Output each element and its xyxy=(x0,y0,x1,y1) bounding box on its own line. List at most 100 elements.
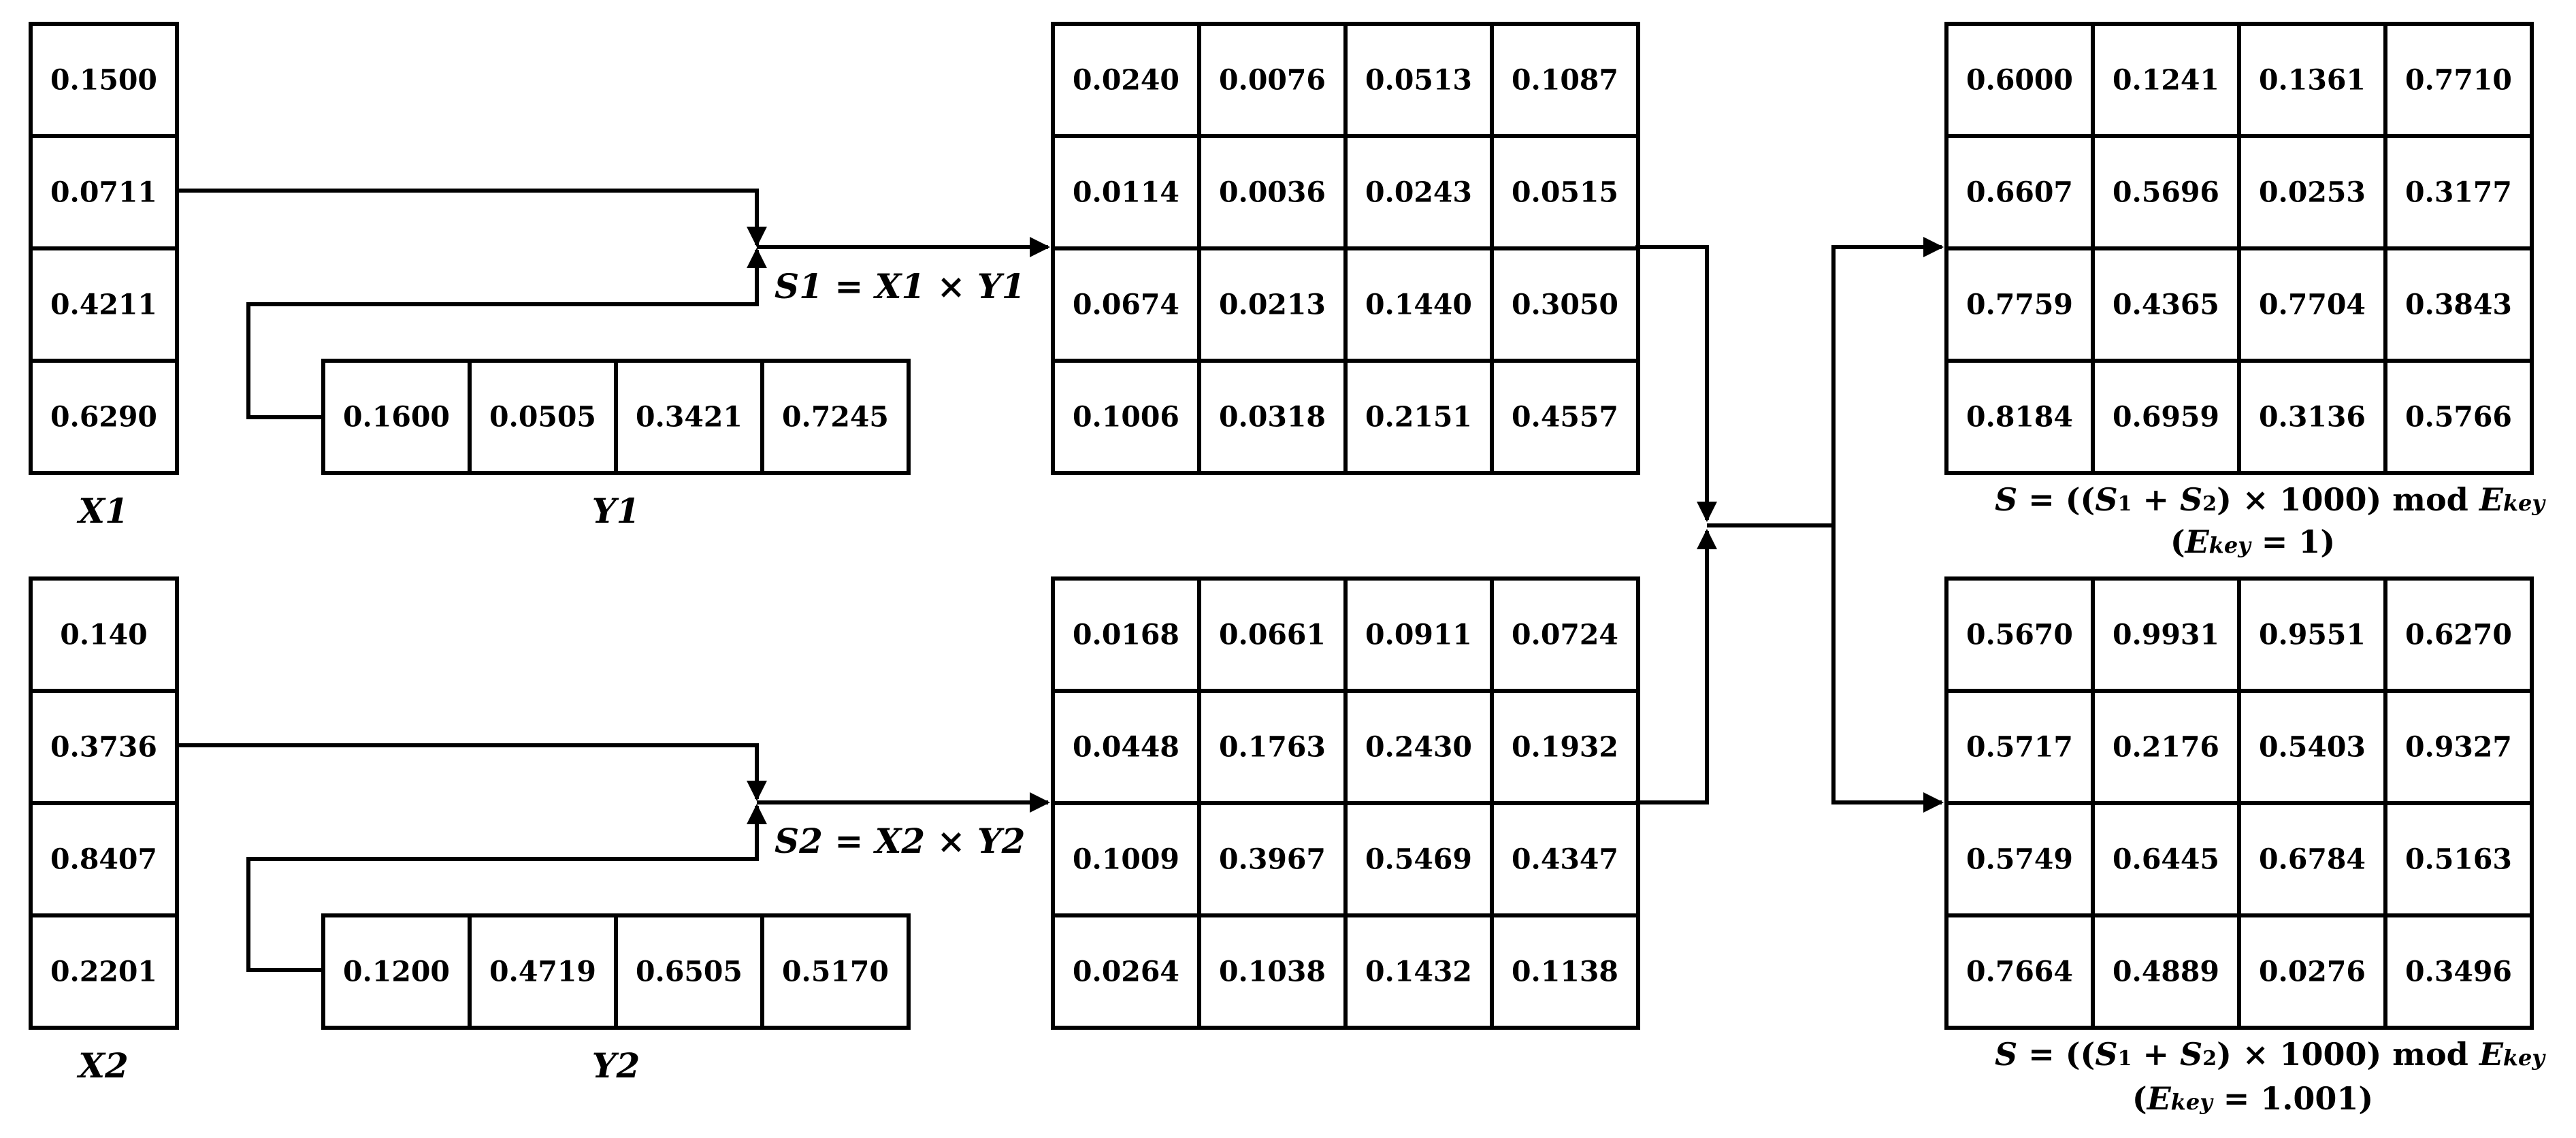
y1-label: Y1 xyxy=(592,491,640,531)
y2-vector: 0.1200 0.4719 0.6505 0.5170 xyxy=(321,913,911,1030)
matrix-cell xyxy=(29,913,179,1030)
matrix-cell-value: 0.3736 xyxy=(50,731,157,764)
matrix-cell-value: 0.6505 xyxy=(636,956,743,988)
x1-label: X1 xyxy=(76,491,129,531)
matrix-cell-value: 0.6270 xyxy=(2405,619,2512,651)
matrix-cell-value: 0.4719 xyxy=(489,956,596,988)
matrix-cell-value: 0.0711 xyxy=(50,176,157,209)
matrix-cell-value: 0.1600 xyxy=(343,401,450,434)
matrix-cell-value: 0.1200 xyxy=(343,956,450,988)
matrix-cell xyxy=(1490,359,1640,475)
matrix-cell-value: 0.1138 xyxy=(1512,956,1618,988)
matrix-cell-value: 0.1432 xyxy=(1365,956,1472,988)
matrix-cell-value: 0.7759 xyxy=(1966,289,2073,321)
matrix-cell-value: 0.4211 xyxy=(50,289,157,321)
matrix-cell-value: 0.3421 xyxy=(636,401,743,434)
matrix-cell-value: 0.2176 xyxy=(2113,731,2219,764)
matrix-cell-value: 0.6784 xyxy=(2259,843,2366,876)
matrix-cell-value: 0.0213 xyxy=(1219,289,1326,321)
matrix-cell-value: 0.2201 xyxy=(50,956,157,988)
labels-layer: X1 Y1 X2 Y2 S1 = X1 × Y1 S2 = X2 × Y2 S … xyxy=(76,266,2546,1117)
matrix-cell xyxy=(2383,359,2534,475)
matrix-cell-value: 0.7664 xyxy=(1966,956,2073,988)
matrix-cell-value: 0.5670 xyxy=(1966,619,2073,651)
matrix-cell-value: 0.9327 xyxy=(2405,731,2512,764)
x1-vector: 0.1500 0.0711 0.4211 0.6290 xyxy=(29,22,179,475)
y1-vector: 0.1600 0.0505 0.3421 0.7245 xyxy=(321,359,911,475)
matrix-cell-value: 0.4557 xyxy=(1512,401,1618,434)
matrix-cell-value: 0.4347 xyxy=(1512,843,1618,876)
matrix-cell-value: 0.1932 xyxy=(1512,731,1618,764)
s1-formula: S1 = X1 × Y1 xyxy=(775,266,1025,306)
output1-key-value: (Ekey = 1) xyxy=(2170,523,2335,560)
matrix-cell-value: 0.0661 xyxy=(1219,619,1326,651)
matrix-cell-value: 0.5696 xyxy=(2113,176,2219,209)
x2-vector: 0.140 0.3736 0.8407 0.2201 xyxy=(29,576,179,1030)
matrix-cell-value: 0.1763 xyxy=(1219,731,1326,764)
x2-label: X2 xyxy=(76,1045,129,1086)
matrix-cell-value: 0.6959 xyxy=(2113,401,2219,434)
matrix-cell-value: 0.3136 xyxy=(2259,401,2366,434)
split-to-output1-connector xyxy=(1831,237,1944,525)
matrix-cell-value: 0.0114 xyxy=(1073,176,1179,209)
output1-formula: S = ((S1 + S2) × 1000) mod Ekey xyxy=(1995,481,2546,518)
matrix-cell xyxy=(29,359,179,475)
matrix-cell-value: 0.2430 xyxy=(1365,731,1472,764)
matrix-cell-value: 0.0168 xyxy=(1073,619,1179,651)
matrix-cell-value: 0.6445 xyxy=(2113,843,2219,876)
y2-to-s2-connector xyxy=(246,804,767,972)
y2-label: Y2 xyxy=(592,1045,640,1086)
s2-to-sum-connector xyxy=(1635,529,1717,804)
connector-layer xyxy=(178,189,1944,972)
matrix-cell-value: 0.6290 xyxy=(50,401,157,434)
matrix-cell-value: 0.1038 xyxy=(1219,956,1326,988)
matrix-cell xyxy=(760,359,911,475)
matrix-cell-value: 0.4365 xyxy=(2113,289,2219,321)
matrix-cell-value: 0.7710 xyxy=(2405,64,2512,97)
matrix-cell xyxy=(760,913,911,1030)
matrix-cell-value: 0.3843 xyxy=(2405,289,2512,321)
matrix-cell-value: 0.5717 xyxy=(1966,731,2073,764)
matrix-cell xyxy=(2383,913,2534,1030)
matrix-cell-value: 0.1361 xyxy=(2259,64,2366,97)
matrix-cell-value: 0.9931 xyxy=(2113,619,2219,651)
matrix-cell-value: 0.0515 xyxy=(1512,176,1618,209)
matrix-cell-value: 0.3967 xyxy=(1219,843,1326,876)
matrix-cell-value: 0.1500 xyxy=(50,64,157,97)
matrix-cell-value: 0.3050 xyxy=(1512,289,1618,321)
matrix-cell-value: 0.5749 xyxy=(1966,843,2073,876)
matrix-cell-value: 0.2151 xyxy=(1365,401,1472,434)
matrix-cell-value: 0.1241 xyxy=(2113,64,2219,97)
matrix-cell-value: 0.7245 xyxy=(782,401,889,434)
matrix-cell-value: 0.8407 xyxy=(50,843,157,876)
matrix-cell-value: 0.0448 xyxy=(1073,731,1179,764)
matrix-cell-value: 0.5163 xyxy=(2405,843,2512,876)
y1-to-s1-connector xyxy=(246,248,767,419)
matrix-cell-value: 0.3496 xyxy=(2405,956,2512,988)
matrix-cell-value: 0.140 xyxy=(60,619,147,651)
matrix-cell-value: 0.0318 xyxy=(1219,401,1326,434)
matrix-cell-value: 0.0505 xyxy=(489,401,596,434)
matrix-cell-value: 0.0264 xyxy=(1073,956,1179,988)
matrix-cell-value: 0.5469 xyxy=(1365,843,1472,876)
matrix-cell-value: 0.0076 xyxy=(1219,64,1326,97)
matrix-cell-value: 0.5403 xyxy=(2259,731,2366,764)
matrix-cell-value: 0.8184 xyxy=(1966,401,2073,434)
matrix-cell-value: 0.6000 xyxy=(1966,64,2073,97)
output2-key-value: (Ekey = 1.001) xyxy=(2132,1080,2373,1117)
matrix-cell-value: 0.5766 xyxy=(2405,401,2512,434)
matrix-cell-value: 0.1006 xyxy=(1073,401,1179,434)
x2-to-s2-connector xyxy=(178,743,767,801)
matrix-cell-value: 0.1440 xyxy=(1365,289,1472,321)
matrix-cell-value: 0.0724 xyxy=(1512,619,1618,651)
matrix-cell-value: 0.5170 xyxy=(782,956,889,988)
matrix-cell-value: 0.0674 xyxy=(1073,289,1179,321)
matrix-cell-value: 0.6607 xyxy=(1966,176,2073,209)
matrix-cell-value: 0.0276 xyxy=(2259,956,2366,988)
s1-to-sum-connector xyxy=(1635,245,1717,522)
